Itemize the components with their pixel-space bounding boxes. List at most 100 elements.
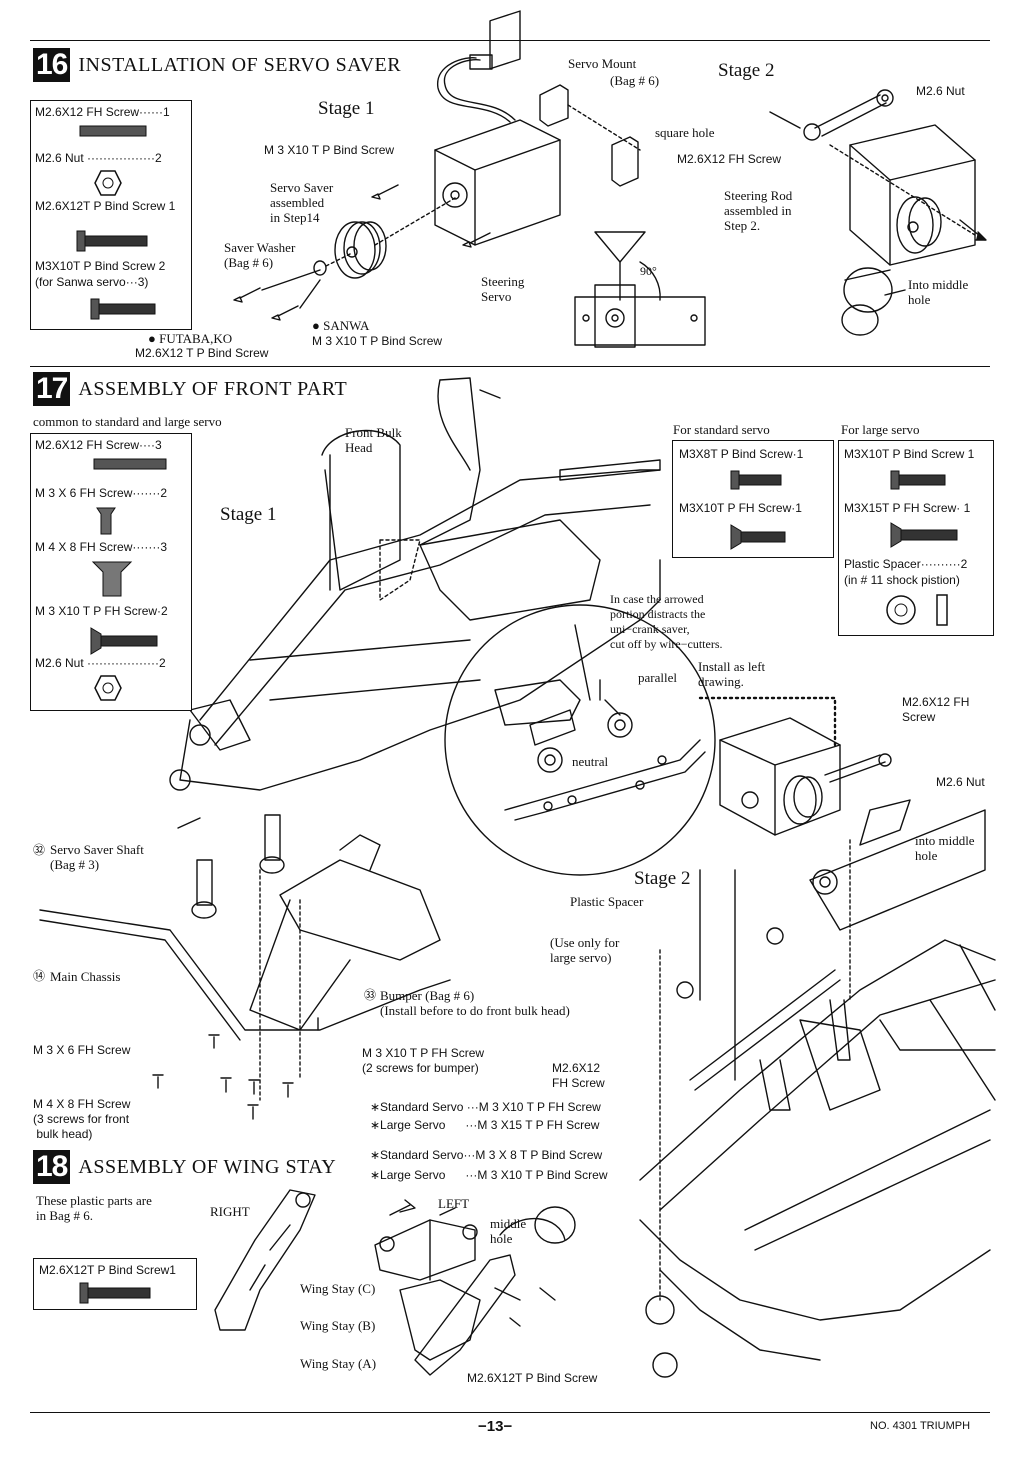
label-front-bulk-head: Front Bulk Head xyxy=(345,425,402,455)
label-right: RIGHT xyxy=(210,1204,250,1219)
label-servo-mount: Servo Mount xyxy=(568,56,637,71)
label-m26x12-fh: M2.6X12 FH Screw xyxy=(552,1061,605,1090)
part-m3x10-fh: M 3 X10 T P FH Screw·2 xyxy=(35,604,168,618)
large-servo-parts-box: M3X10T P Bind Screw 1 M3X15T P FH Screw·… xyxy=(838,440,994,636)
front-chassis-stage1-drawing xyxy=(39,377,661,1120)
detail-magnifier-drawing xyxy=(444,604,837,876)
label-large-servo-fh: ∗Large Servo ···M 3 X15 T P FH Screw xyxy=(370,1118,600,1132)
label-futaba: ● FUTABA,KO xyxy=(148,331,233,346)
label-m3x10-fh-bumper: M 3 X10 T P FH Screw (2 screws for bumpe… xyxy=(362,1046,485,1075)
part-number-chassis: ⑭ xyxy=(33,969,46,983)
standard-servo-parts-box: M3X8T P Bind Screw·1 M3X10T P FH Screw·1 xyxy=(672,440,834,558)
fh-screw-icon xyxy=(93,458,167,470)
page-number: −13− xyxy=(478,1418,513,1435)
nut-icon xyxy=(94,170,122,196)
part-m26-nut: M2.6 Nut ·················2 xyxy=(35,151,162,165)
nut-icon xyxy=(94,675,122,701)
label-neutral: neutral xyxy=(572,754,609,769)
part-m3x10-bind-sanwa: (for Sanwa servo···3) xyxy=(35,275,149,289)
label-servo-saver: Servo Saver assembled in Step14 xyxy=(270,180,334,225)
label-servo-saver-shaft: Servo Saver Shaft (Bag # 3) xyxy=(50,842,144,872)
section-16-stage-1: Stage 1 xyxy=(318,98,375,119)
model-number: NO. 4301 TRIUMPH xyxy=(870,1420,971,1432)
label-main-chassis: Main Chassis xyxy=(50,969,121,984)
label-standard-servo-fh: ∗Standard Servo ···M 3 X10 T P FH Screw xyxy=(370,1100,601,1114)
label-m3-bind-screw: M 3 X10 T P Bind Screw xyxy=(264,143,395,157)
servo-stage2-drawing xyxy=(769,89,987,336)
label-square-hole: square hole xyxy=(655,125,715,140)
label-plastic-parts-note: These plastic parts are in Bag # 6. xyxy=(36,1193,152,1223)
label-m3x6-fh: M 3 X 6 FH Screw xyxy=(33,1043,131,1057)
part-m26-nut: M2.6 Nut ··················2 xyxy=(35,656,166,670)
label-parallel: parallel xyxy=(638,670,677,685)
part-m3x10-bind: M3X10T P Bind Screw 1 xyxy=(844,447,975,461)
fh-screw-icon xyxy=(90,627,158,655)
label-servo-mount-bag: (Bag # 6) xyxy=(610,73,660,88)
label-steering-rod: Steering Rod assembled in Step 2. xyxy=(724,188,793,233)
section-17-title: ASSEMBLY OF FRONT PART xyxy=(78,377,348,400)
label-m26-fh-screw: M2.6X12 FH Screw xyxy=(902,695,970,724)
part-m26-fh-screw: M2.6X12 FH Screw······1 xyxy=(35,105,170,119)
section-17-stage-2: Stage 2 xyxy=(634,868,691,889)
section-16-header: 16 INSTALLATION OF SERVO SAVER xyxy=(33,48,401,82)
part-m26x12-bind: M2.6X12T P Bind Screw 1 xyxy=(35,199,176,213)
part-m4x8-fh: M 4 X 8 FH Screw·······3 xyxy=(35,540,167,554)
label-install-as-left: Install as left drawing. xyxy=(698,659,766,689)
part-m3x15-fh: M3X15T P FH Screw· 1 xyxy=(844,501,971,515)
bind-screw-icon xyxy=(890,470,946,490)
section-17-parts-box: M2.6X12 FH Screw····3 M 3 X 6 FH Screw··… xyxy=(30,433,192,711)
bind-screw-icon xyxy=(76,230,148,252)
section-18-header: 18 ASSEMBLY OF WING STAY xyxy=(33,1150,336,1184)
label-bumper: Bumper (Bag # 6) (Install before to do f… xyxy=(380,988,570,1018)
label-for-large-servo: For large servo xyxy=(841,422,920,437)
label-m26-fh-stage2: M2.6X12 FH Screw xyxy=(677,152,782,166)
label-incase-note: In case the arrowed portion distracts th… xyxy=(610,592,723,651)
wing-stay-drawing xyxy=(214,1189,576,1376)
part-m26x12-bind: M2.6X12T P Bind Screw1 xyxy=(39,1263,176,1277)
part-m3x10-bind: M3X10T P Bind Screw 2 xyxy=(35,259,166,273)
section-16-parts-box: M2.6X12 FH Screw······1 M2.6 Nut ·······… xyxy=(30,100,192,330)
label-left: LEFT xyxy=(438,1196,470,1211)
section-17-header: 17 ASSEMBLY OF FRONT PART xyxy=(33,372,347,406)
part-m3x8-bind: M3X8T P Bind Screw·1 xyxy=(679,447,804,461)
top-rule xyxy=(30,40,990,41)
part-plastic-spacer-note: (in # 11 shock pistion) xyxy=(844,573,960,587)
section-17-stage-1: Stage 1 xyxy=(220,504,277,525)
label-plastic-spacer: Plastic Spacer xyxy=(570,894,644,909)
bind-screw-icon xyxy=(730,470,782,490)
part-m3x6-fh: M 3 X 6 FH Screw·······2 xyxy=(35,486,167,500)
bind-screw-icon xyxy=(79,1282,151,1304)
label-saver-washer: Saver Washer (Bag # 6) xyxy=(224,240,296,270)
front-chassis-stage2-drawing xyxy=(639,717,996,1378)
label-futaba-screw: M2.6X12 T P Bind Screw xyxy=(135,346,269,360)
section-16-number: 16 xyxy=(33,48,71,82)
part-plastic-spacer: Plastic Spacer··········2 xyxy=(844,557,968,571)
label-sanwa: ● SANWA xyxy=(312,318,370,333)
label-wing-screw: M2.6X12T P Bind Screw xyxy=(467,1371,598,1385)
bottom-rule xyxy=(30,1412,990,1413)
label-m26-nut: M2.6 Nut xyxy=(936,775,985,789)
fh-screw-icon xyxy=(96,507,116,535)
label-for-standard-servo: For standard servo xyxy=(673,422,770,437)
label-into-middle-hole: into middle hole xyxy=(915,833,975,863)
label-common-servo: common to standard and large servo xyxy=(33,414,222,429)
section-18-parts-box: M2.6X12T P Bind Screw1 xyxy=(33,1258,197,1310)
label-m26-nut-stage2: M2.6 Nut xyxy=(916,84,965,98)
servo-top-view-drawing xyxy=(574,231,706,348)
label-into-middle-hole: Into middle hole xyxy=(908,277,969,307)
section-16-stage-2: Stage 2 xyxy=(718,60,775,81)
section-18-title: ASSEMBLY OF WING STAY xyxy=(78,1155,337,1178)
section-divider-16-17 xyxy=(30,366,990,367)
section-18-number: 18 xyxy=(33,1150,71,1184)
label-m4x8-fh: M 4 X 8 FH Screw (3 screws for front bul… xyxy=(33,1097,131,1141)
part-number-shaft: ㉜ xyxy=(33,843,46,857)
part-m3x10-fh: M3X10T P FH Screw·1 xyxy=(679,501,802,515)
servo-stage1-drawing xyxy=(233,10,641,321)
section-16-title: INSTALLATION OF SERVO SAVER xyxy=(78,53,402,76)
fh-screw-icon xyxy=(79,125,147,137)
label-sanwa-screw: M 3 X10 T P Bind Screw xyxy=(312,334,443,348)
label-standard-servo-bind: ∗Standard Servo···M 3 X 8 T P Bind Screw xyxy=(370,1148,603,1162)
bind-screw-icon xyxy=(90,298,156,320)
section-17-number: 17 xyxy=(33,372,71,406)
